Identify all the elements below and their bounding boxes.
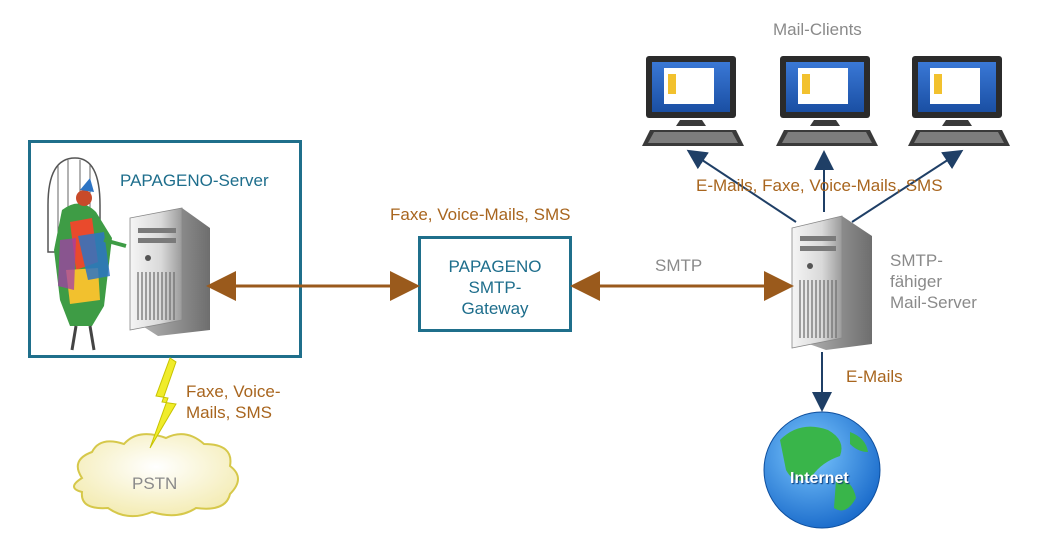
mail-client-computer-2 bbox=[776, 56, 878, 146]
pstn-messages-label-line1: Faxe, Voice- bbox=[186, 382, 281, 401]
papageno-server-tower bbox=[129, 207, 210, 336]
server-to-client3-arrow bbox=[851, 149, 964, 223]
mail-client-computer-3 bbox=[908, 56, 1010, 146]
internet-label: Internet bbox=[790, 470, 849, 487]
mail-client-computer-1 bbox=[642, 56, 744, 146]
smtp-mail-server-tower bbox=[791, 215, 872, 350]
pstn-messages-label: Faxe, Voice- Mails, SMS bbox=[186, 381, 281, 423]
gateway-label-line2: SMTP- bbox=[468, 278, 522, 297]
papageno-figure-image bbox=[47, 157, 127, 351]
gateway-label: PAPAGENO SMTP- Gateway bbox=[418, 256, 572, 319]
gateway-label-line1: PAPAGENO bbox=[448, 257, 542, 276]
emails-faxe-voice-sms-label: E-Mails, Faxe, Voice-Mails, SMS bbox=[696, 176, 943, 195]
faxe-voice-sms-label: Faxe, Voice-Mails, SMS bbox=[390, 205, 571, 224]
server-to-client1-arrow bbox=[686, 149, 797, 223]
emails-label: E-Mails bbox=[846, 367, 903, 386]
pstn-lightning-bolt bbox=[149, 357, 177, 449]
smtp-mail-server-label-line2: fähiger bbox=[890, 272, 942, 291]
smtp-label: SMTP bbox=[655, 256, 703, 275]
internet-globe bbox=[763, 411, 881, 529]
pstn-messages-label-line2: Mails, SMS bbox=[186, 403, 272, 422]
pstn-label: PSTN bbox=[132, 474, 178, 493]
smtp-mail-server-label-line3: Mail-Server bbox=[890, 293, 977, 312]
smtp-mail-server-label: SMTP- fähiger Mail-Server bbox=[890, 250, 977, 313]
mail-clients-label: Mail-Clients bbox=[773, 20, 862, 39]
gateway-label-line3: Gateway bbox=[461, 299, 529, 318]
papageno-server-title: PAPAGENO-Server bbox=[120, 171, 269, 190]
pstn-cloud bbox=[73, 433, 239, 518]
smtp-mail-server-label-line1: SMTP- bbox=[890, 251, 943, 270]
